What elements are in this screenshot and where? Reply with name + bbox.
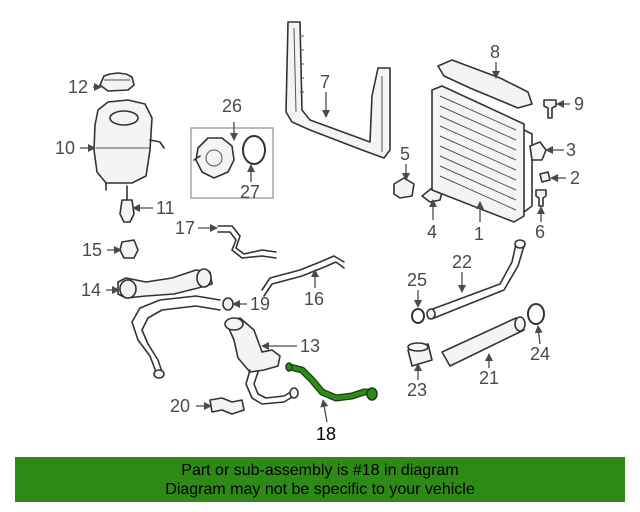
label-2: 2 xyxy=(570,168,580,188)
part-26-water-pump-box xyxy=(190,127,274,199)
label-23: 23 xyxy=(407,380,427,400)
part-9-bolt[interactable] xyxy=(543,99,557,119)
part-22-pipe[interactable] xyxy=(426,239,526,320)
banner-line-1: Part or sub-assembly is #18 in diagram xyxy=(181,462,459,479)
label-6: 6 xyxy=(535,222,545,242)
part-18-highlighted-pipe[interactable] xyxy=(285,362,378,402)
label-18: 18 xyxy=(316,424,336,444)
part-14-hose[interactable] xyxy=(117,268,213,299)
label-7: 7 xyxy=(320,72,330,92)
label-3: 3 xyxy=(566,140,576,160)
part-2-plug[interactable] xyxy=(539,171,551,183)
part-19-clamp[interactable] xyxy=(222,297,234,311)
part-1-radiator[interactable] xyxy=(431,85,533,223)
label-9: 9 xyxy=(574,94,584,114)
label-27: 27 xyxy=(240,182,260,202)
part-info-banner: Part or sub-assembly is #18 in diagram D… xyxy=(15,457,625,502)
part-20-small-hose[interactable] xyxy=(209,397,245,415)
part-lower-hose-left[interactable] xyxy=(131,295,221,379)
label-24: 24 xyxy=(530,344,550,364)
label-19: 19 xyxy=(250,294,270,314)
part-3-mount[interactable] xyxy=(529,141,547,161)
part-23-sleeve[interactable] xyxy=(407,342,433,367)
label-21: 21 xyxy=(479,368,499,388)
label-16: 16 xyxy=(304,289,324,309)
label-20: 20 xyxy=(170,396,190,416)
part-21-pipe[interactable] xyxy=(441,316,526,367)
label-12: 12 xyxy=(68,77,88,97)
label-11: 11 xyxy=(156,198,175,218)
part-25-o-ring[interactable] xyxy=(411,308,425,324)
label-1: 1 xyxy=(474,224,484,244)
banner-line-2: Diagram may not be specific to your vehi… xyxy=(165,481,475,498)
leader-lines xyxy=(80,62,570,423)
part-7-radiator-support-frame[interactable] xyxy=(285,21,391,159)
part-10-expansion-tank[interactable] xyxy=(93,99,165,191)
label-13: 13 xyxy=(300,336,320,356)
callout-labels: 12 10 11 15 14 26 27 17 19 16 13 20 18 7… xyxy=(55,42,584,444)
label-15: 15 xyxy=(82,240,102,260)
label-5: 5 xyxy=(400,144,410,164)
label-26: 26 xyxy=(222,96,242,116)
label-10: 10 xyxy=(55,138,75,158)
part-16-pipe[interactable] xyxy=(261,255,345,297)
label-22: 22 xyxy=(452,252,472,272)
part-26-water-pump[interactable] xyxy=(193,137,235,179)
part-17-small-hose[interactable] xyxy=(217,225,277,259)
label-8: 8 xyxy=(490,42,500,62)
label-4: 4 xyxy=(427,222,437,242)
label-14: 14 xyxy=(81,280,101,300)
label-17: 17 xyxy=(175,218,195,238)
part-5-bracket[interactable] xyxy=(393,177,415,199)
part-15-temperature-sensor[interactable] xyxy=(119,239,139,259)
part-11-level-sensor[interactable] xyxy=(119,185,135,223)
part-27-gasket[interactable] xyxy=(242,135,266,165)
part-12-reservoir-cap[interactable] xyxy=(99,72,135,92)
part-8-upper-bracket[interactable] xyxy=(437,59,533,109)
part-13-lower-hose[interactable] xyxy=(224,317,299,405)
label-25: 25 xyxy=(407,270,427,290)
part-24-o-ring[interactable] xyxy=(527,303,545,325)
part-6-drain-plug[interactable] xyxy=(535,189,547,207)
